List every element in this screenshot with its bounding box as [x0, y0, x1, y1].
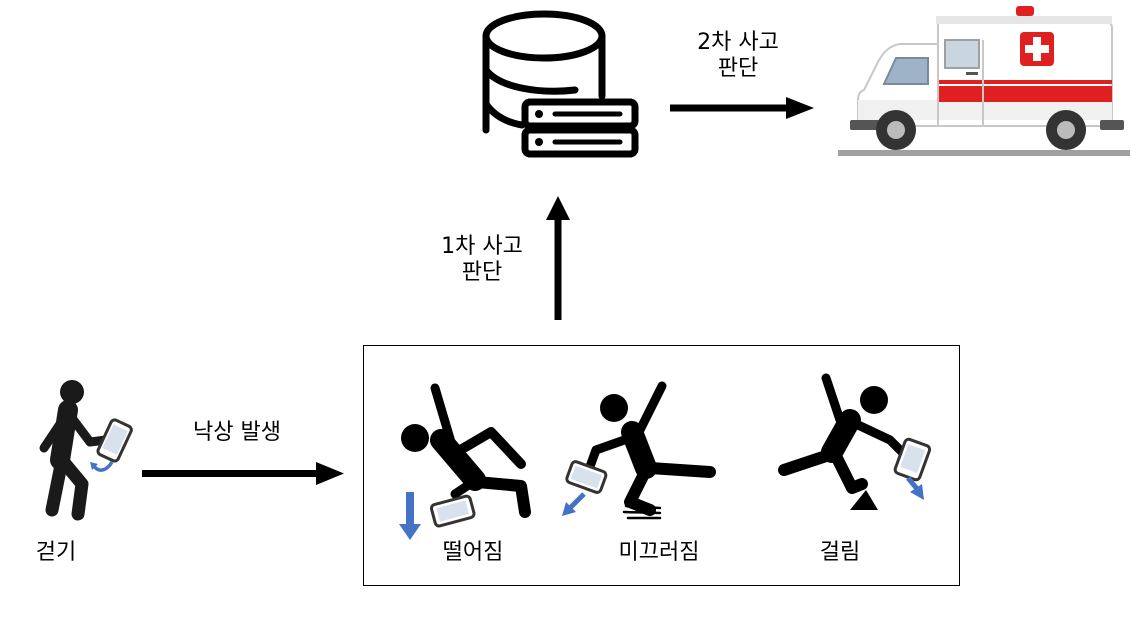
falling-label: 떨어짐 — [442, 540, 504, 565]
arrow-to-fall-types — [142, 462, 344, 485]
tripping-person-icon — [778, 373, 932, 510]
arrow-to-ambulance — [670, 97, 814, 119]
fall-types-box — [363, 345, 960, 586]
slipping-label: 미끄러짐 — [618, 540, 700, 565]
fall-occurs-label: 낙상 발생 — [193, 420, 281, 445]
falling-person-icon — [399, 383, 531, 540]
ambulance-icon — [838, 6, 1130, 156]
walking-label: 걷기 — [35, 540, 77, 565]
second-judgment-label: 2차 사고 판단 — [697, 30, 779, 81]
walking-person-with-phone-icon — [39, 380, 133, 521]
first-judgment-label: 1차 사고 판단 — [441, 234, 523, 285]
slipping-person-icon — [562, 381, 716, 520]
arrow-to-server — [546, 196, 570, 320]
database-server-icon — [482, 10, 639, 158]
tripping-label: 걸림 — [819, 540, 861, 565]
